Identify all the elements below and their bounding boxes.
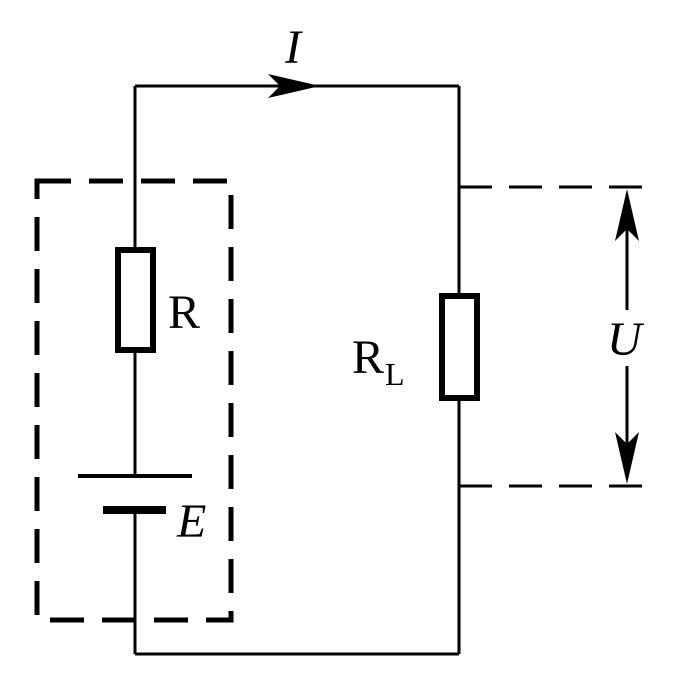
voltage-label: U	[607, 313, 645, 366]
voltage-arrow-up	[615, 189, 639, 241]
load-resistor-subscript: L	[385, 356, 405, 392]
load-resistor-label: R	[352, 331, 384, 384]
load-resistor	[439, 293, 480, 401]
internal-resistor-label: R	[168, 286, 200, 339]
internal-resistor	[115, 247, 156, 353]
current-label: I	[284, 21, 303, 74]
emf-label: E	[176, 495, 206, 548]
voltage-arrow-down	[615, 432, 639, 484]
source-dashed-box	[34, 178, 234, 623]
circuit-wires	[133, 84, 461, 656]
current-arrow	[268, 74, 320, 98]
